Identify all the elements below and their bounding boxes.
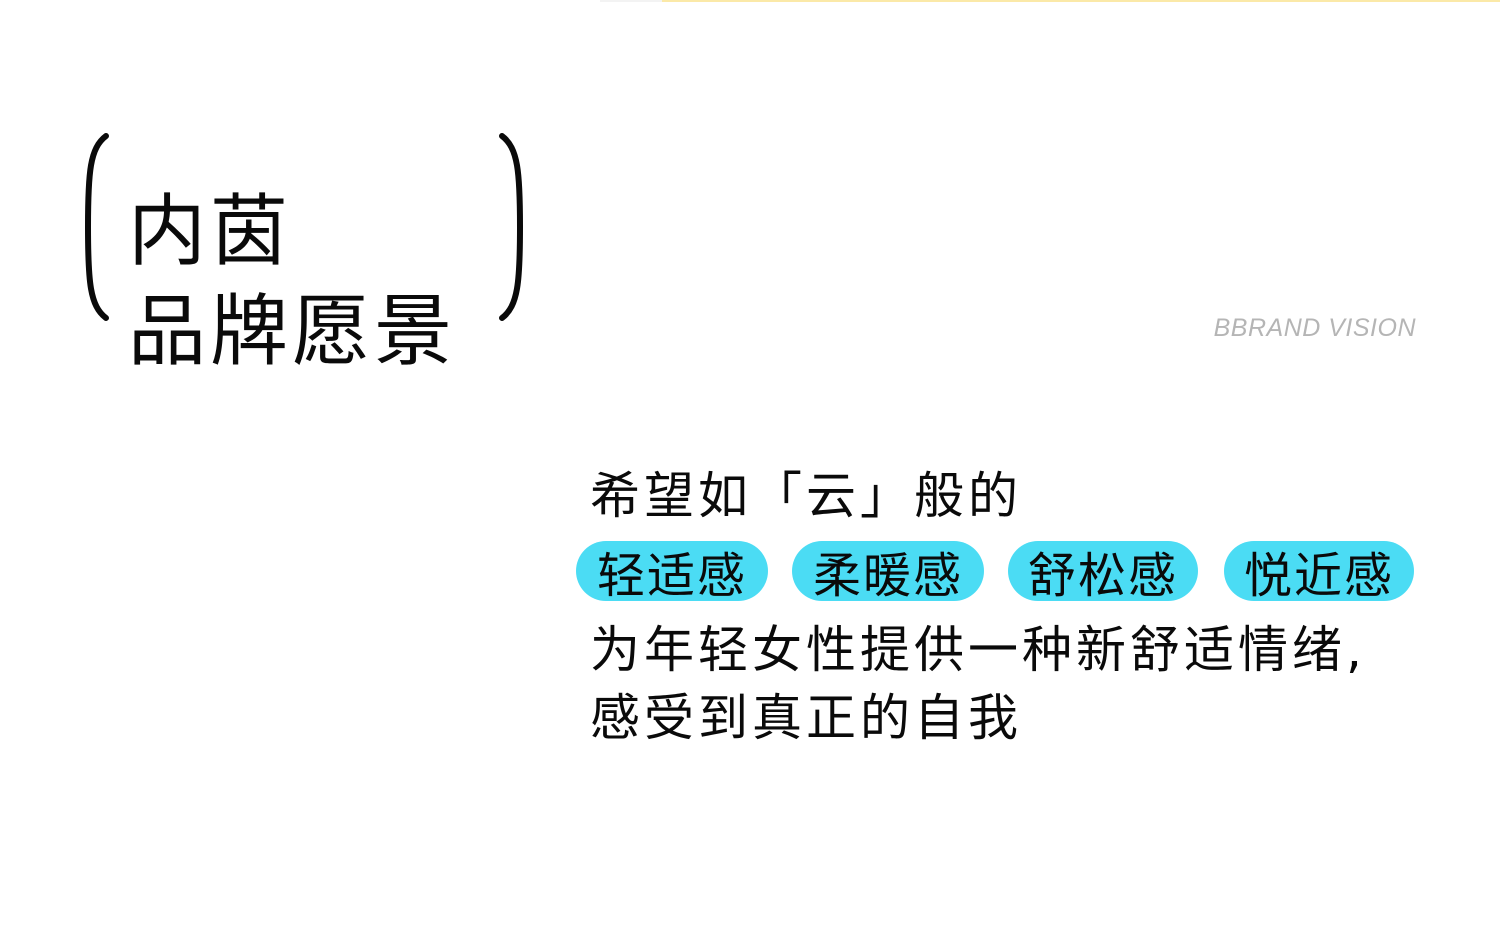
top-accent-line (662, 0, 1500, 2)
title-block: 内茵 品牌愿景 (84, 132, 524, 372)
feeling-tags: 轻适感 柔暖感 舒松感 悦近感 (576, 541, 1416, 604)
feeling-tag: 悦近感 (1224, 541, 1414, 604)
feeling-tag: 柔暖感 (792, 541, 984, 604)
feeling-tag: 舒松感 (1008, 541, 1198, 604)
brand-name: 内茵 (128, 187, 293, 278)
top-divider-left (600, 0, 662, 2)
vision-intro-line: 希望如「云」般的 (590, 467, 1022, 525)
page-title: 品牌愿景 (128, 287, 457, 378)
feeling-tag: 轻适感 (576, 541, 768, 604)
right-bracket-icon (498, 132, 524, 322)
vision-line-3: 为年轻女性提供一种新舒适情绪, (590, 621, 1366, 679)
left-bracket-icon (84, 132, 110, 322)
english-subtitle: BBRAND VISION (1213, 314, 1416, 342)
vision-line-4: 感受到真正的自我 (590, 689, 1022, 747)
